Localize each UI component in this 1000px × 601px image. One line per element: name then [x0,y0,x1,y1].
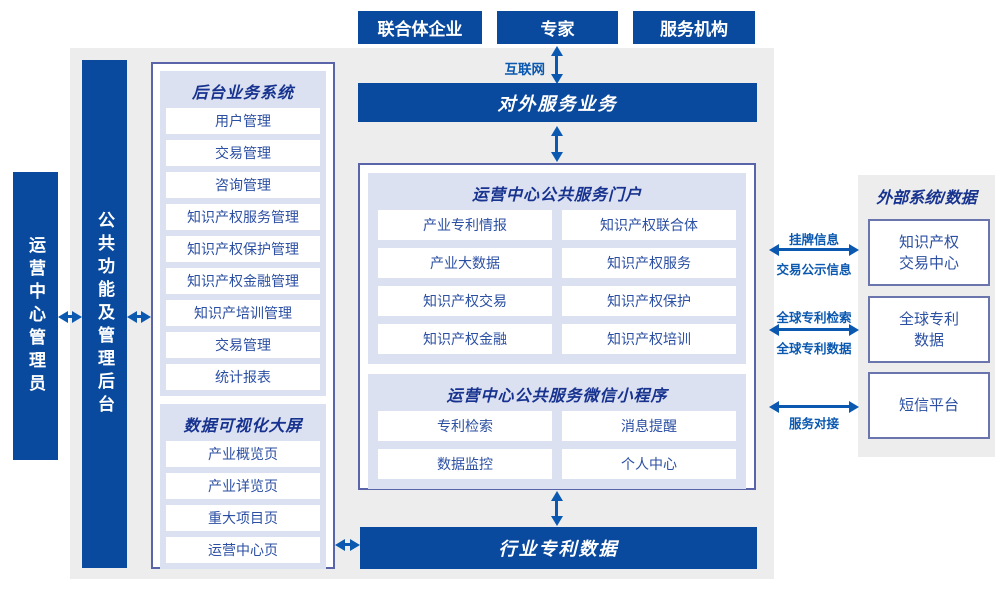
portal-to-industry-data-arrow [550,491,563,526]
backend-system-item: 咨询管理 [166,172,320,198]
dashboard-item: 重大项目页 [166,505,320,531]
public-service-panel: 运营中心公共服务门户 产业专利情报知识产权联合体产业大数据知识产权服务知识产权交… [358,163,756,490]
external-system-global-patent-data: 全球专利数据 [868,296,990,363]
industry-patent-data-bar: 行业专利数据 [360,527,757,569]
miniprogram-grid: 专利检索消息提醒数据监控个人中心 [378,411,736,479]
actor-service-agency: 服务机构 [633,11,755,44]
portal-item: 产业专利情报 [378,210,552,240]
backend-to-panel-arrow [127,310,151,323]
external-service-bar: 对外服务业务 [358,83,757,122]
portal-item: 产业大数据 [378,248,552,278]
backend-panel: 后台业务系统 用户管理交易管理咨询管理知识产权服务管理知识产权保护管理知识产权金… [151,62,335,569]
backend-system-item: 用户管理 [166,108,320,134]
ip-trading-center-arrow [769,243,859,256]
dashboard-item: 运营中心页 [166,537,320,563]
rail-operations-center-admin: 运营中心管理员 [13,172,58,460]
backend-system-item: 交易管理 [166,332,320,358]
actor-consortium-enterprise: 联合体企业 [358,11,482,44]
portal-item: 知识产权金融 [378,324,552,354]
external-systems-title: 外部系统/数据 [876,190,977,207]
dashboard-title: 数据可视化大屏 [183,418,303,435]
miniprogram-title: 运营中心公共服务微信小程序 [446,388,668,405]
miniprogram-item: 数据监控 [378,449,552,479]
internet-label: 互联网 [504,62,546,77]
portal-section: 运营中心公共服务门户 产业专利情报知识产权联合体产业大数据知识产权服务知识产权交… [368,173,746,364]
miniprogram-item: 个人中心 [562,449,736,479]
service-to-portal-arrow [550,126,563,162]
rail-public-functions-admin-backend: 公共功能及管理后台 [82,60,127,568]
portal-title: 运营中心公共服务门户 [471,187,642,204]
service-integration-label: 服务对接 [788,417,839,431]
backend-system-title: 后台业务系统 [191,85,294,102]
backend-system-section: 后台业务系统 用户管理交易管理咨询管理知识产权服务管理知识产权保护管理知识产权金… [160,71,326,396]
portal-item: 知识产权服务 [562,248,736,278]
miniprogram-item: 专利检索 [378,411,552,441]
portal-item: 知识产权交易 [378,286,552,316]
dashboard-to-industry-data-arrow [335,538,360,551]
global-patent-data-label: 全球专利数据 [776,342,852,356]
dashboard-section: 数据可视化大屏 产业概览页产业详览页重大项目页运营中心页 [160,404,326,569]
portal-grid: 产业专利情报知识产权联合体产业大数据知识产权服务知识产权交易知识产权保护知识产权… [378,210,736,354]
portal-item: 知识产权培训 [562,324,736,354]
miniprogram-item: 消息提醒 [562,411,736,441]
admin-to-backend-arrow [58,310,82,323]
backend-system-item: 统计报表 [166,364,320,390]
portal-item: 知识产权联合体 [562,210,736,240]
portal-item: 知识产权保护 [562,286,736,316]
actor-expert: 专家 [497,11,618,44]
external-system-sms-platform: 短信平台 [868,372,990,439]
backend-system-item: 交易管理 [166,140,320,166]
backend-system-item: 知识产培训管理 [166,300,320,326]
backend-system-item: 知识产权服务管理 [166,204,320,230]
backend-system-item: 知识产权保护管理 [166,236,320,262]
global-patent-data-arrow [769,323,859,336]
dashboard-list: 产业概览页产业详览页重大项目页运营中心页 [166,441,320,563]
dashboard-item: 产业概览页 [166,441,320,467]
external-system-ip-trading-center: 知识产权交易中心 [868,219,990,286]
internet-double-arrow [550,46,563,84]
global-patent-search-label: 全球专利检索 [776,311,852,325]
backend-system-list: 用户管理交易管理咨询管理知识产权服务管理知识产权保护管理知识产权金融管理知识产培… [166,108,320,390]
miniprogram-section: 运营中心公共服务微信小程序 专利检索消息提醒数据监控个人中心 [368,374,746,489]
listing-info-label: 挂牌信息 [788,233,839,247]
dashboard-item: 产业详览页 [166,473,320,499]
trade-publicity-info-label: 交易公示信息 [776,263,852,277]
backend-system-item: 知识产权金融管理 [166,268,320,294]
sms-platform-arrow [769,400,859,413]
